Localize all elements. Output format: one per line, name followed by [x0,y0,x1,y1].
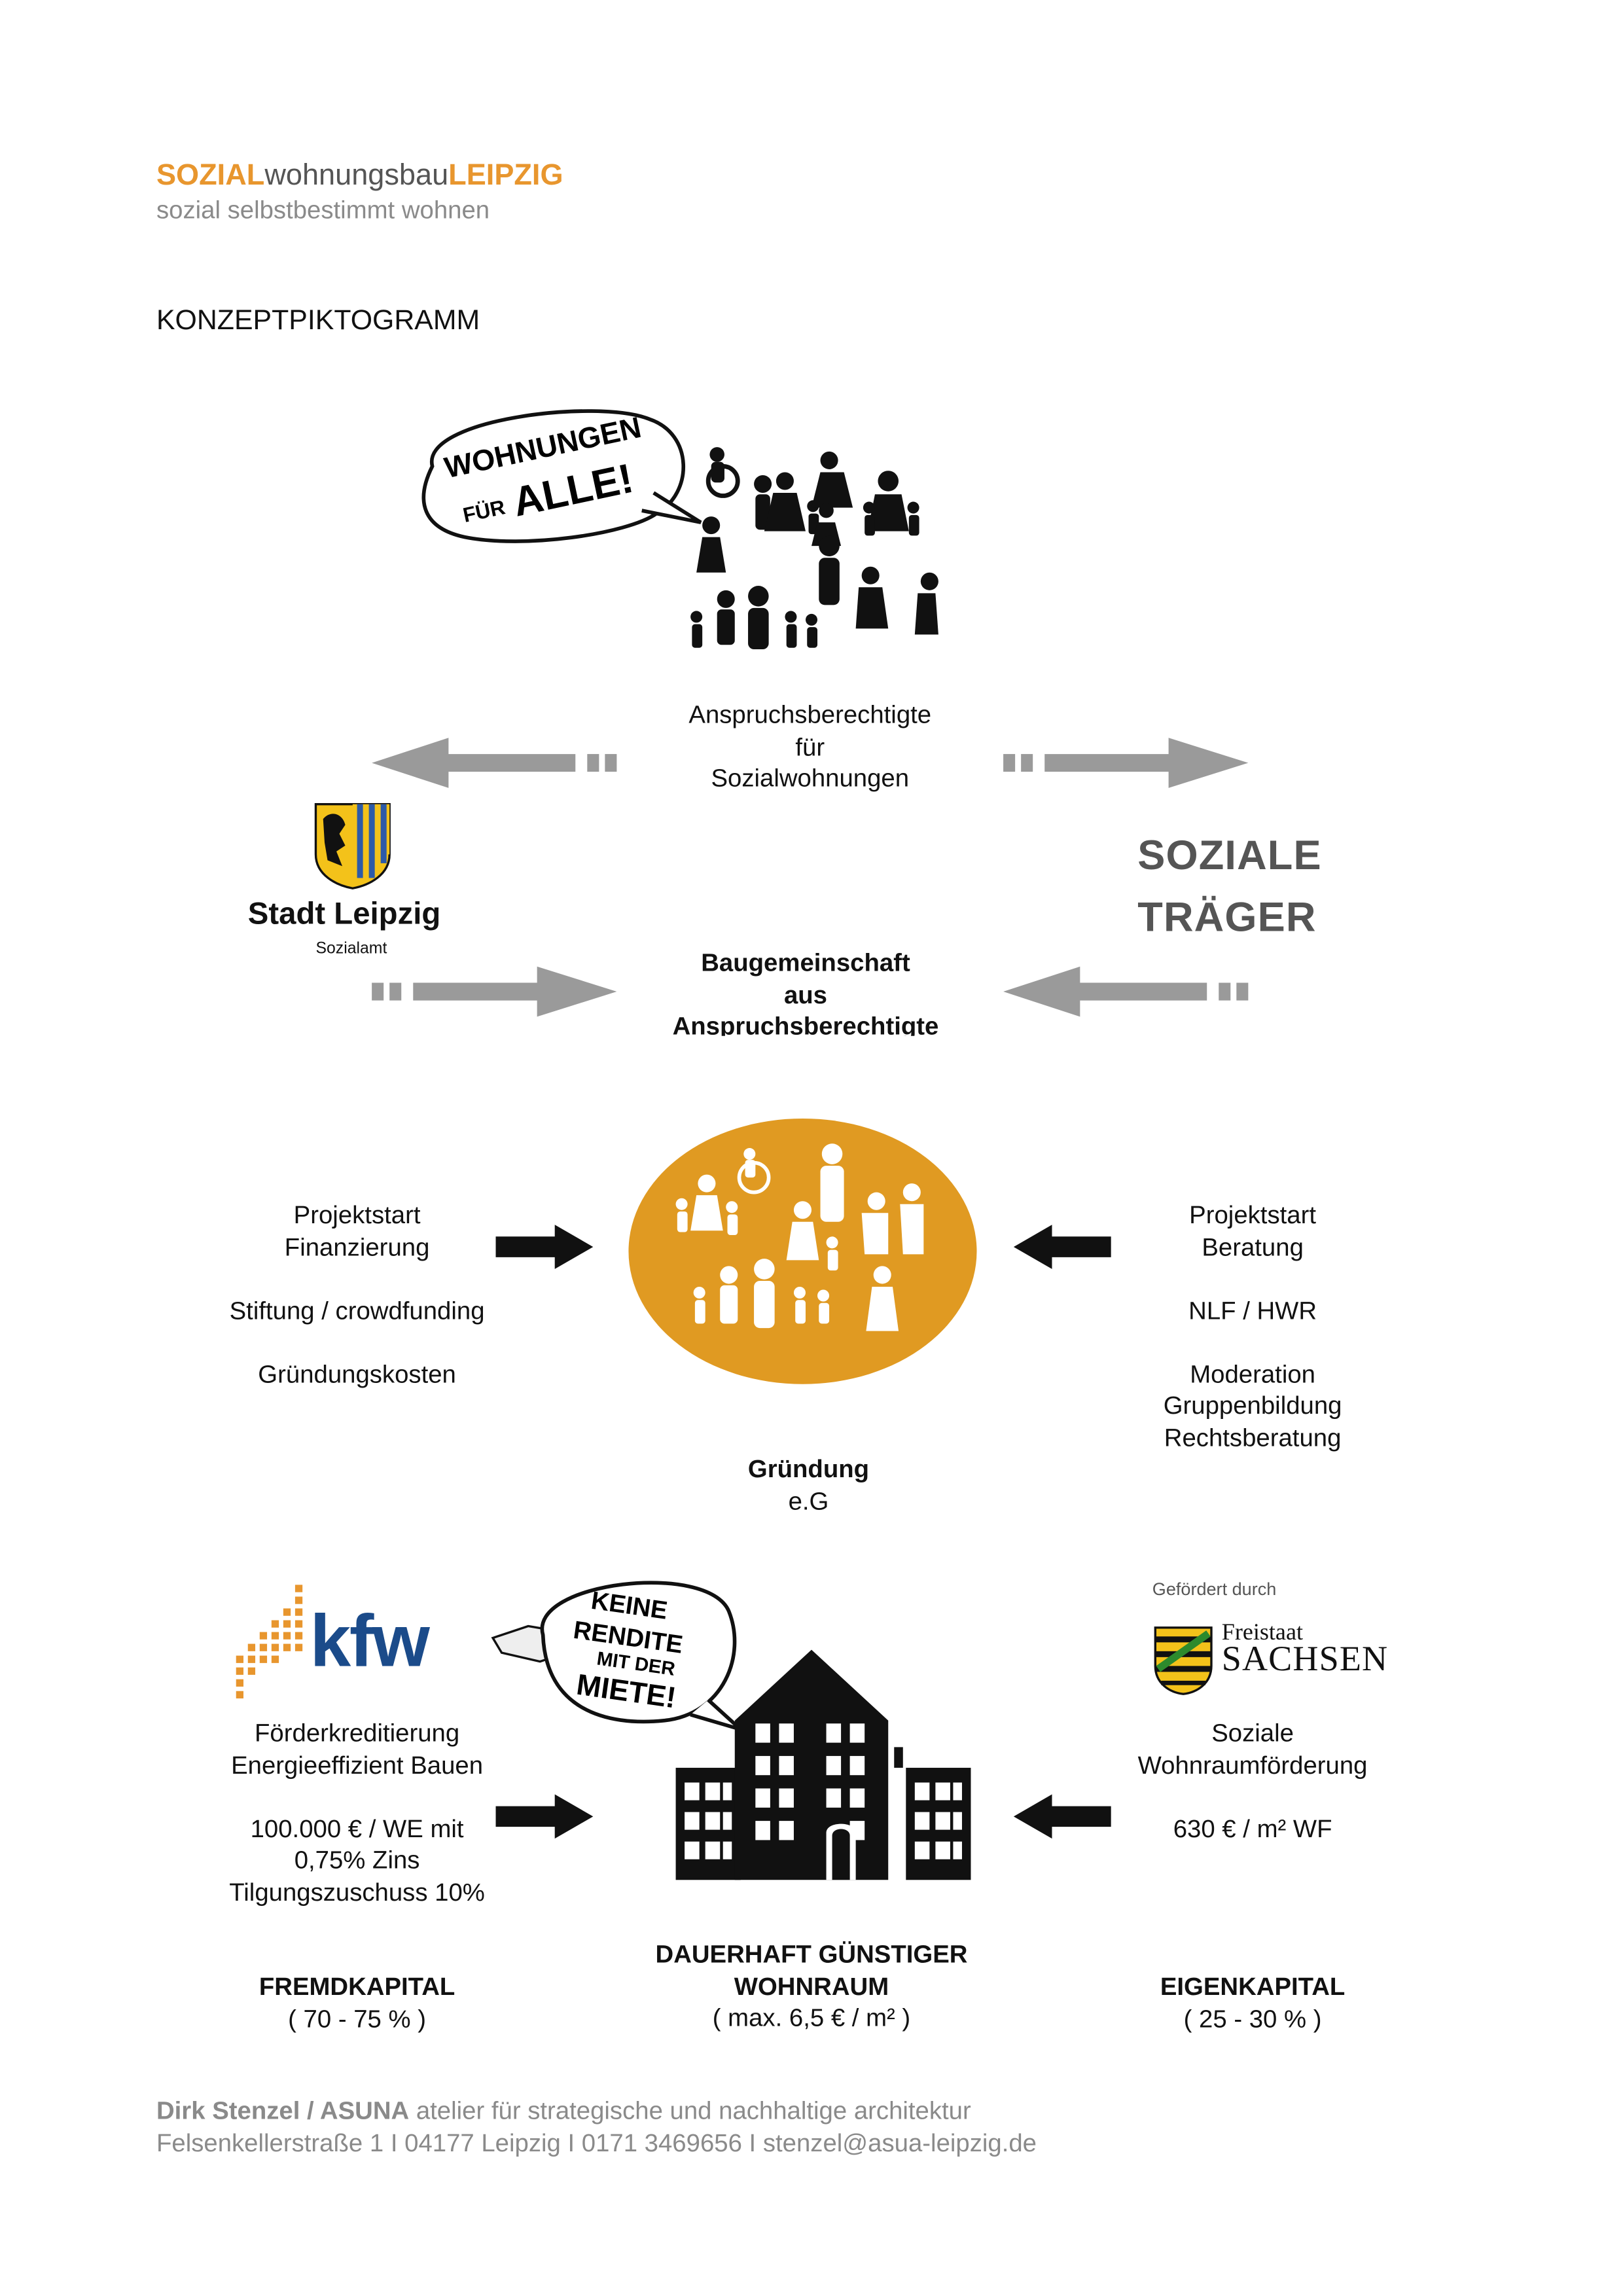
arrow-left-to-stadt [372,738,617,788]
header-subtitle: sozial selbstbestimmt wohnen [156,196,490,224]
founding-caption: Gründung e.G [661,1454,956,1517]
arrow-kfw-to-house [495,1794,594,1839]
top-caption-line2: für [795,732,825,761]
bottom-left-text: Förderkreditierung Energieeffizient Baue… [180,1717,534,1908]
eigenkapital-share: ( 25 - 30 % ) [1183,2004,1322,2033]
founding-left-line1: Projektstart [293,1201,421,1230]
kfw-logo: kfw [310,1599,429,1683]
middle-caption-line1: Baugemeinschaft [701,948,910,977]
arrow-left-side-to-circle [495,1225,594,1269]
apartment-building-icon [675,1649,971,1880]
arrow-right-side-to-circle [1013,1225,1111,1269]
bottom-left-line4: 0,75% Zins [294,1846,420,1874]
speech-bubble-wohnungen: WOHNUNGEN FÜR ALLE! [421,409,702,543]
footer-address: Felsenkellerstraße 1 I 04177 Leipzig I 0… [156,2129,1037,2158]
founding-right-line5: Gruppenbildung [1163,1391,1342,1420]
kfw-dots-icon [236,1585,303,1698]
stadt-leipzig-name: Stadt Leipzig [247,897,441,931]
founding-right-line3: NLF / HWR [1188,1296,1317,1325]
bottom-right-line3: 630 € / m² WF [1173,1814,1332,1842]
people-group-icon [690,447,938,649]
wohnraum-heading-line1: DAUERHAFT GÜNSTIGER [655,1940,968,1969]
bottom-left-line5: Tilgungszuschuss 10% [229,1877,485,1906]
wohnraum-heading-line2: WOHNRAUM [734,1972,889,2001]
middle-caption: Baugemeinschaft aus Anspruchsberechtigte [584,947,1027,1036]
sachsen-coat-of-arms-icon [1154,1626,1213,1695]
gruendung-circle [628,1118,977,1384]
founding-caption-line1: Gründung [747,1454,870,1483]
leipzig-coat-of-arms-icon [314,803,391,889]
arrow-sachsen-to-house [1013,1794,1111,1839]
header-title-wohnungsbau: wohnungsbau [264,159,449,192]
top-caption-line1: Anspruchsberechtigte [688,700,932,729]
founding-left-line4: Gründungskosten [258,1359,456,1388]
sachsen-gefoerdert: Gefördert durch [1152,1579,1277,1600]
header-title-leipzig: LEIPZIG [448,159,563,192]
eigenkapital-heading: EIGENKAPITAL [1160,1973,1346,2001]
founding-right-line4: Moderation [1190,1359,1315,1388]
founding-right-line6: Rechtsberatung [1164,1423,1342,1452]
soziale-traeger: SOZIALE TRÄGER [1137,825,1321,948]
founding-right-line2: Beratung [1202,1232,1304,1261]
top-caption: Anspruchsberechtigte für Sozialwohnungen [589,700,1031,795]
founding-caption-line2: e.G [788,1486,829,1515]
top-caption-line3: Sozialwohnungen [711,764,910,793]
stadt-leipzig-sub: Sozialamt [315,940,387,958]
wohnraum-block: DAUERHAFT GÜNSTIGER WOHNRAUM ( max. 6,5 … [590,1939,1033,2034]
bottom-left-line3: 100.000 € / WE mit [250,1814,464,1842]
soziale-traeger-line2: TRÄGER [1137,894,1317,941]
founding-left-line2: Finanzierung [284,1232,430,1261]
sachsen-name: SACHSEN [1221,1641,1389,1679]
footer-name: Dirk Stenzel / ASUNA [156,2096,410,2125]
founding-left-line3: Stiftung / crowdfunding [229,1296,485,1325]
soziale-traeger-line1: SOZIALE [1137,832,1322,878]
sachsen-freistaat: Freistaat [1221,1620,1303,1645]
bottom-left-line2: Energieeffizient Bauen [231,1751,484,1779]
arrow-right-to-traeger [1003,738,1249,788]
middle-caption-line3: Anspruchsberechtigte [672,1012,939,1036]
founding-right-text: Projektstart Beratung NLF / HWR Moderati… [1105,1200,1400,1454]
fremdkapital-block: FREMDKAPITAL ( 70 - 75 % ) [180,1971,534,2035]
wohnraum-share: ( max. 6,5 € / m² ) [712,2003,911,2032]
header-title-sozial: SOZIAL [156,159,265,192]
speech-bubble-keine-rendite: KEINE RENDITE MIT DER MIETE! [491,1581,742,1732]
arrow-traeger-to-center [1003,966,1249,1017]
bottom-right-text: Soziale Wohnraumförderung 630 € / m² WF [1105,1717,1400,1844]
bottom-right-line2: Wohnraumförderung [1137,1751,1368,1779]
fremdkapital-share: ( 70 - 75 % ) [288,2004,427,2033]
fremdkapital-heading: FREMDKAPITAL [259,1973,455,2001]
header-title: SOZIALwohnungsbauLEIPZIG [156,159,563,193]
bottom-left-line1: Förderkreditierung [255,1719,460,1748]
section-title: KONZEPTPIKTOGRAMM [156,305,480,337]
footer-line1: Dirk Stenzel / ASUNA atelier für strateg… [156,2097,971,2126]
founding-left-text: Projektstart Finanzierung Stiftung / cro… [180,1200,534,1390]
eigenkapital-block: EIGENKAPITAL ( 25 - 30 % ) [1105,1971,1400,2035]
middle-caption-line2: aus [783,980,827,1009]
arrow-stadt-to-center [372,966,617,1017]
footer-tagline: atelier für strategische und nachhaltige… [409,2096,971,2125]
founding-right-line1: Projektstart [1189,1201,1317,1230]
bottom-right-line1: Soziale [1211,1719,1294,1748]
